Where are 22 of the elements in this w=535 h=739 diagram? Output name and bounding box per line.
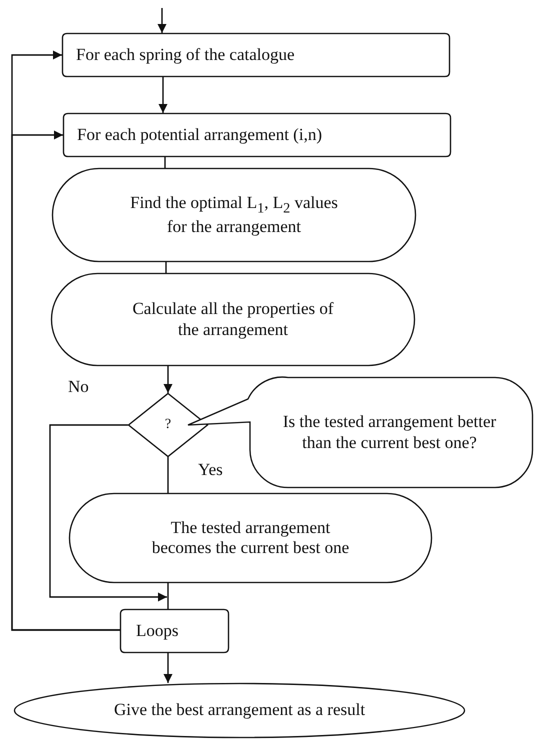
node-text: Is the tested arrangement better than the current best one? [282,412,498,453]
arrow [164,653,172,683]
process-box [62,33,450,77]
process-box [63,113,451,157]
node-text: For each potential arrangement (i,n) [77,124,322,146]
arrow [164,366,172,393]
process-terminal [52,168,416,262]
node-text: The tested arrangement becomes the current best one [150,518,350,558]
end-terminal [14,683,465,738]
node-text: ? [164,416,172,434]
node-text: For each spring of the catalogue [76,44,295,66]
process-box [120,609,229,653]
arrow [158,77,168,113]
process-terminal [51,273,415,366]
node-text: Give the best arrangement as a result [114,700,366,721]
arrow [49,424,167,602]
node-text: Loops [136,620,178,642]
decision-diamond [128,393,208,457]
node-text: Find the optimal L$_{1}$, L$_{2}$ values for the arrangement [130,192,338,238]
process-terminal [69,493,432,583]
arrow [158,8,166,33]
node-text: Calculate all the properties of the arrangement [131,299,335,340]
